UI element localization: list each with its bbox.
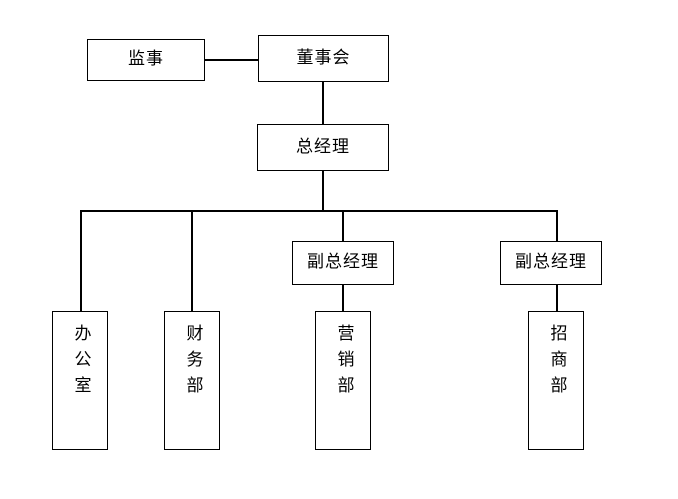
connector-bus-to-finance-dept [191,210,193,311]
node-supervisor-label: 监事 [128,49,164,70]
connector-board-to-general-manager [322,82,324,124]
node-finance-dept-label: 财务部 [182,324,203,402]
connector-bus-to-deputy-gm-2 [556,210,558,241]
node-deputy-general-manager-1[interactable]: 副总经理 [292,241,394,285]
connector-deputy-gm-1-to-marketing-dept [342,285,344,311]
node-investment-dept[interactable]: 招商部 [528,311,584,450]
connector-distribution-bus [81,210,558,212]
node-investment-dept-label: 招商部 [546,324,567,402]
connector-general-manager-to-bus [322,171,324,212]
node-deputy-general-manager-2-label: 副总经理 [515,252,587,273]
node-marketing-dept[interactable]: 营销部 [315,311,371,450]
node-general-manager-label: 总经理 [296,136,350,157]
node-office[interactable]: 办公室 [52,311,108,450]
node-finance-dept[interactable]: 财务部 [164,311,220,450]
connector-deputy-gm-2-to-investment-dept [556,285,558,311]
node-general-manager[interactable]: 总经理 [257,124,389,171]
node-deputy-general-manager-2[interactable]: 副总经理 [500,241,602,285]
node-board-of-directors-label: 董事会 [296,47,351,68]
node-supervisor[interactable]: 监事 [87,39,205,81]
node-board-of-directors[interactable]: 董事会 [258,35,389,82]
node-deputy-general-manager-1-label: 副总经理 [307,252,379,273]
node-office-label: 办公室 [70,324,91,402]
connector-supervisor-to-board [205,59,258,61]
connector-bus-to-deputy-gm-1 [342,210,344,241]
node-marketing-dept-label: 营销部 [333,324,354,402]
connector-bus-to-office [80,210,82,311]
